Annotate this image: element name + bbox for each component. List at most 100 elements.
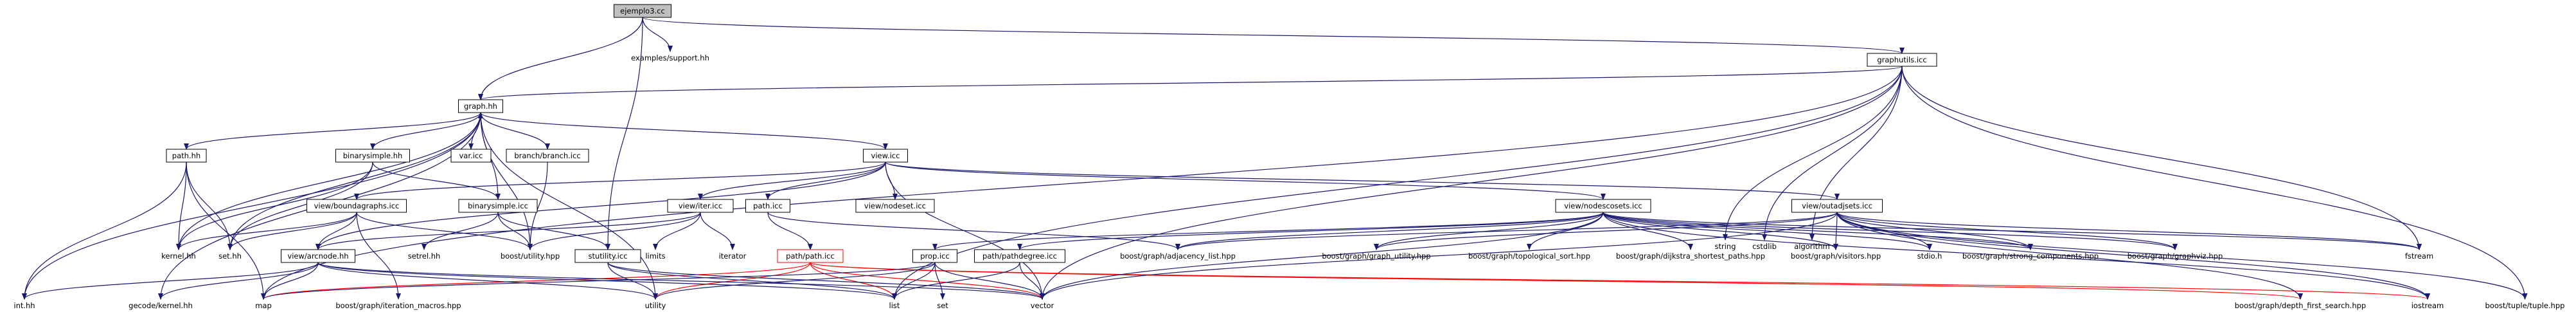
node-binarysimplehh[interactable]: binarysimple.hh (335, 149, 410, 163)
node-binarysimpleicc[interactable]: binarysimple.icc (458, 199, 538, 213)
node-label-iterator: iterator (719, 252, 747, 261)
edge-graph-to-binarysimplehh (370, 112, 481, 150)
edge-pathicc-to-adjlist (767, 212, 1180, 250)
edge-arcnode-to-inthh (22, 262, 319, 300)
node-strongcomp: boost/graph/strong_components.hpp (1962, 252, 2099, 261)
node-arcnode[interactable]: view/arcnode.hh (281, 249, 355, 263)
edge-graph-to-sethh (227, 112, 481, 250)
node-boundagraphs[interactable]: view/boundagraphs.icc (306, 199, 407, 213)
edge-ejemplo3-to-support (642, 17, 673, 52)
edge-viewiter-to-iterator (700, 212, 735, 250)
edge-graph-to-utility (480, 112, 658, 300)
edge-branch-to-boostutility (528, 161, 548, 250)
node-label-boundagraphs: view/boundagraphs.icc (314, 201, 400, 210)
edge-graphutils-to-map (261, 66, 1903, 300)
edge-propicc-to-utility (653, 262, 936, 300)
node-tuple: boost/tuple/tuple.hpp (2485, 301, 2565, 310)
edge-viewicc-to-outadjsets (885, 161, 1840, 200)
edges-layer (22, 17, 2528, 300)
node-nodescosets[interactable]: view/nodescosets.icc (1555, 199, 1651, 213)
node-nodeset[interactable]: view/nodeset.icc (855, 199, 935, 213)
node-label-map: map (255, 301, 272, 310)
node-box-arcnode (281, 249, 355, 263)
node-viewicc[interactable]: view.icc (863, 149, 908, 163)
node-box-pathicc (745, 199, 790, 213)
edge-pathpath-to-map (261, 262, 811, 300)
node-label-ejemplo3: ejemplo3.cc (620, 6, 665, 15)
node-label-kernelhh: kernel.hh (161, 252, 196, 261)
node-propicc[interactable]: prop.icc (912, 249, 957, 263)
node-label-dijkstra: boost/graph/dijkstra_shortest_paths.hpp (1616, 252, 1765, 261)
node-algorithm: algorithm (1794, 242, 1830, 251)
node-utility: utility (645, 301, 666, 310)
edge-viewicc-to-arcnode (315, 161, 886, 250)
node-box-varicc (450, 149, 492, 163)
edge-graphutils-to-string (1723, 66, 1903, 241)
edge-outadjsets-to-strongcomp (1836, 212, 2033, 250)
node-pathhh[interactable]: path.hh (166, 149, 207, 163)
edge-arcnode-to-utility (317, 262, 658, 300)
node-label-gecodekernel: gecode/kernel.hh (129, 301, 193, 310)
node-label-iostream: iostream (2412, 301, 2444, 310)
edge-binarysimpleicc-to-setrelhh (422, 212, 499, 250)
edge-boundagraphs-to-kernelhh (176, 212, 357, 250)
node-label-viewiter: view/iter.icc (679, 201, 722, 210)
node-label-pathdegree: path/pathdegree.icc (982, 252, 1057, 261)
node-box-propicc (912, 249, 957, 263)
node-label-viewicc: view.icc (871, 151, 900, 160)
node-branch[interactable]: branch/branch.icc (506, 149, 589, 163)
node-label-visitors: boost/graph/visitors.hpp (1791, 252, 1881, 261)
node-box-viewicc (863, 149, 908, 163)
edge-pathdegree-to-list (892, 262, 1020, 300)
node-dijkstra: boost/graph/dijkstra_shortest_paths.hpp (1616, 252, 1765, 261)
edge-nodescosets-to-adjlist (1175, 212, 1604, 250)
edge-graphutils-to-algorithm (1809, 66, 1903, 241)
node-graphutility: boost/graph/graph_utility.hpp (1322, 252, 1430, 261)
node-pathdegree[interactable]: path/pathdegree.icc (974, 249, 1065, 263)
edge-graphutils-to-cstdlib (1762, 66, 1903, 241)
edge-graph-to-inthh (22, 112, 481, 300)
node-label-propicc: prop.icc (920, 252, 950, 261)
node-label-sethh: set.hh (218, 252, 242, 261)
node-stdioh: stdio.h (1917, 252, 1942, 261)
node-box-stutility (574, 249, 641, 263)
node-sethh: set.hh (218, 252, 242, 261)
node-label-outadjsets: view/outadjsets.icc (1802, 201, 1872, 210)
node-pathpath[interactable]: path/path.icc (777, 249, 844, 263)
node-varicc[interactable]: var.icc (450, 149, 492, 163)
node-viewiter[interactable]: view/iter.icc (667, 199, 734, 213)
node-pathicc[interactable]: path.icc (745, 199, 790, 213)
edge-viewicc-to-nodescosets (885, 161, 1606, 200)
node-fstream: fstream (2405, 252, 2433, 261)
edge-outadjsets-to-adjlist (1175, 212, 1838, 250)
edge-viewiter-to-arcnode (315, 212, 701, 250)
edge-viewicc-to-boundagraphs (354, 161, 886, 200)
node-graph[interactable]: graph.hh (458, 99, 503, 113)
edge-pathpath-to-list (810, 262, 897, 300)
node-label-graphviz: boost/graph/graphviz.hpp (2127, 252, 2223, 261)
node-topsort: boost/graph/topological_sort.hpp (1468, 252, 1590, 261)
edge-pathicc-to-pathpath (767, 212, 813, 250)
edge-binarysimplehh-to-binarysimpleicc (372, 161, 501, 200)
node-ejemplo3[interactable]: ejemplo3.cc (614, 4, 671, 18)
edge-nodescosets-to-pathdegree (1017, 212, 1604, 250)
node-map: map (255, 301, 272, 310)
node-label-arcnode: view/arcnode.hh (287, 252, 348, 261)
node-label-stdioh: stdio.h (1917, 252, 1942, 261)
node-stutility[interactable]: stutility.icc (574, 249, 641, 263)
node-itermacros: boost/graph/iteration_macros.hpp (335, 301, 461, 310)
node-label-pathpath: path/path.icc (786, 252, 835, 261)
edge-nodescosets-to-stdioh (1603, 212, 1932, 250)
edge-outadjsets-to-dfs (1836, 212, 2303, 300)
node-box-graph (458, 99, 503, 113)
edge-nodescosets-to-strongcomp (1603, 212, 2033, 250)
node-label-graph: graph.hh (464, 102, 497, 111)
node-outadjsets[interactable]: view/outadjsets.icc (1791, 199, 1883, 213)
node-graphutils[interactable]: graphutils.icc (1867, 53, 1937, 67)
node-adjlist: boost/graph/adjacency_list.hpp (1120, 252, 1236, 261)
node-box-pathpath (777, 249, 844, 263)
node-label-strongcomp: boost/graph/strong_components.hpp (1962, 252, 2099, 261)
edge-boundagraphs-to-boostutility (356, 212, 533, 250)
node-label-itermacros: boost/graph/iteration_macros.hpp (335, 301, 461, 310)
